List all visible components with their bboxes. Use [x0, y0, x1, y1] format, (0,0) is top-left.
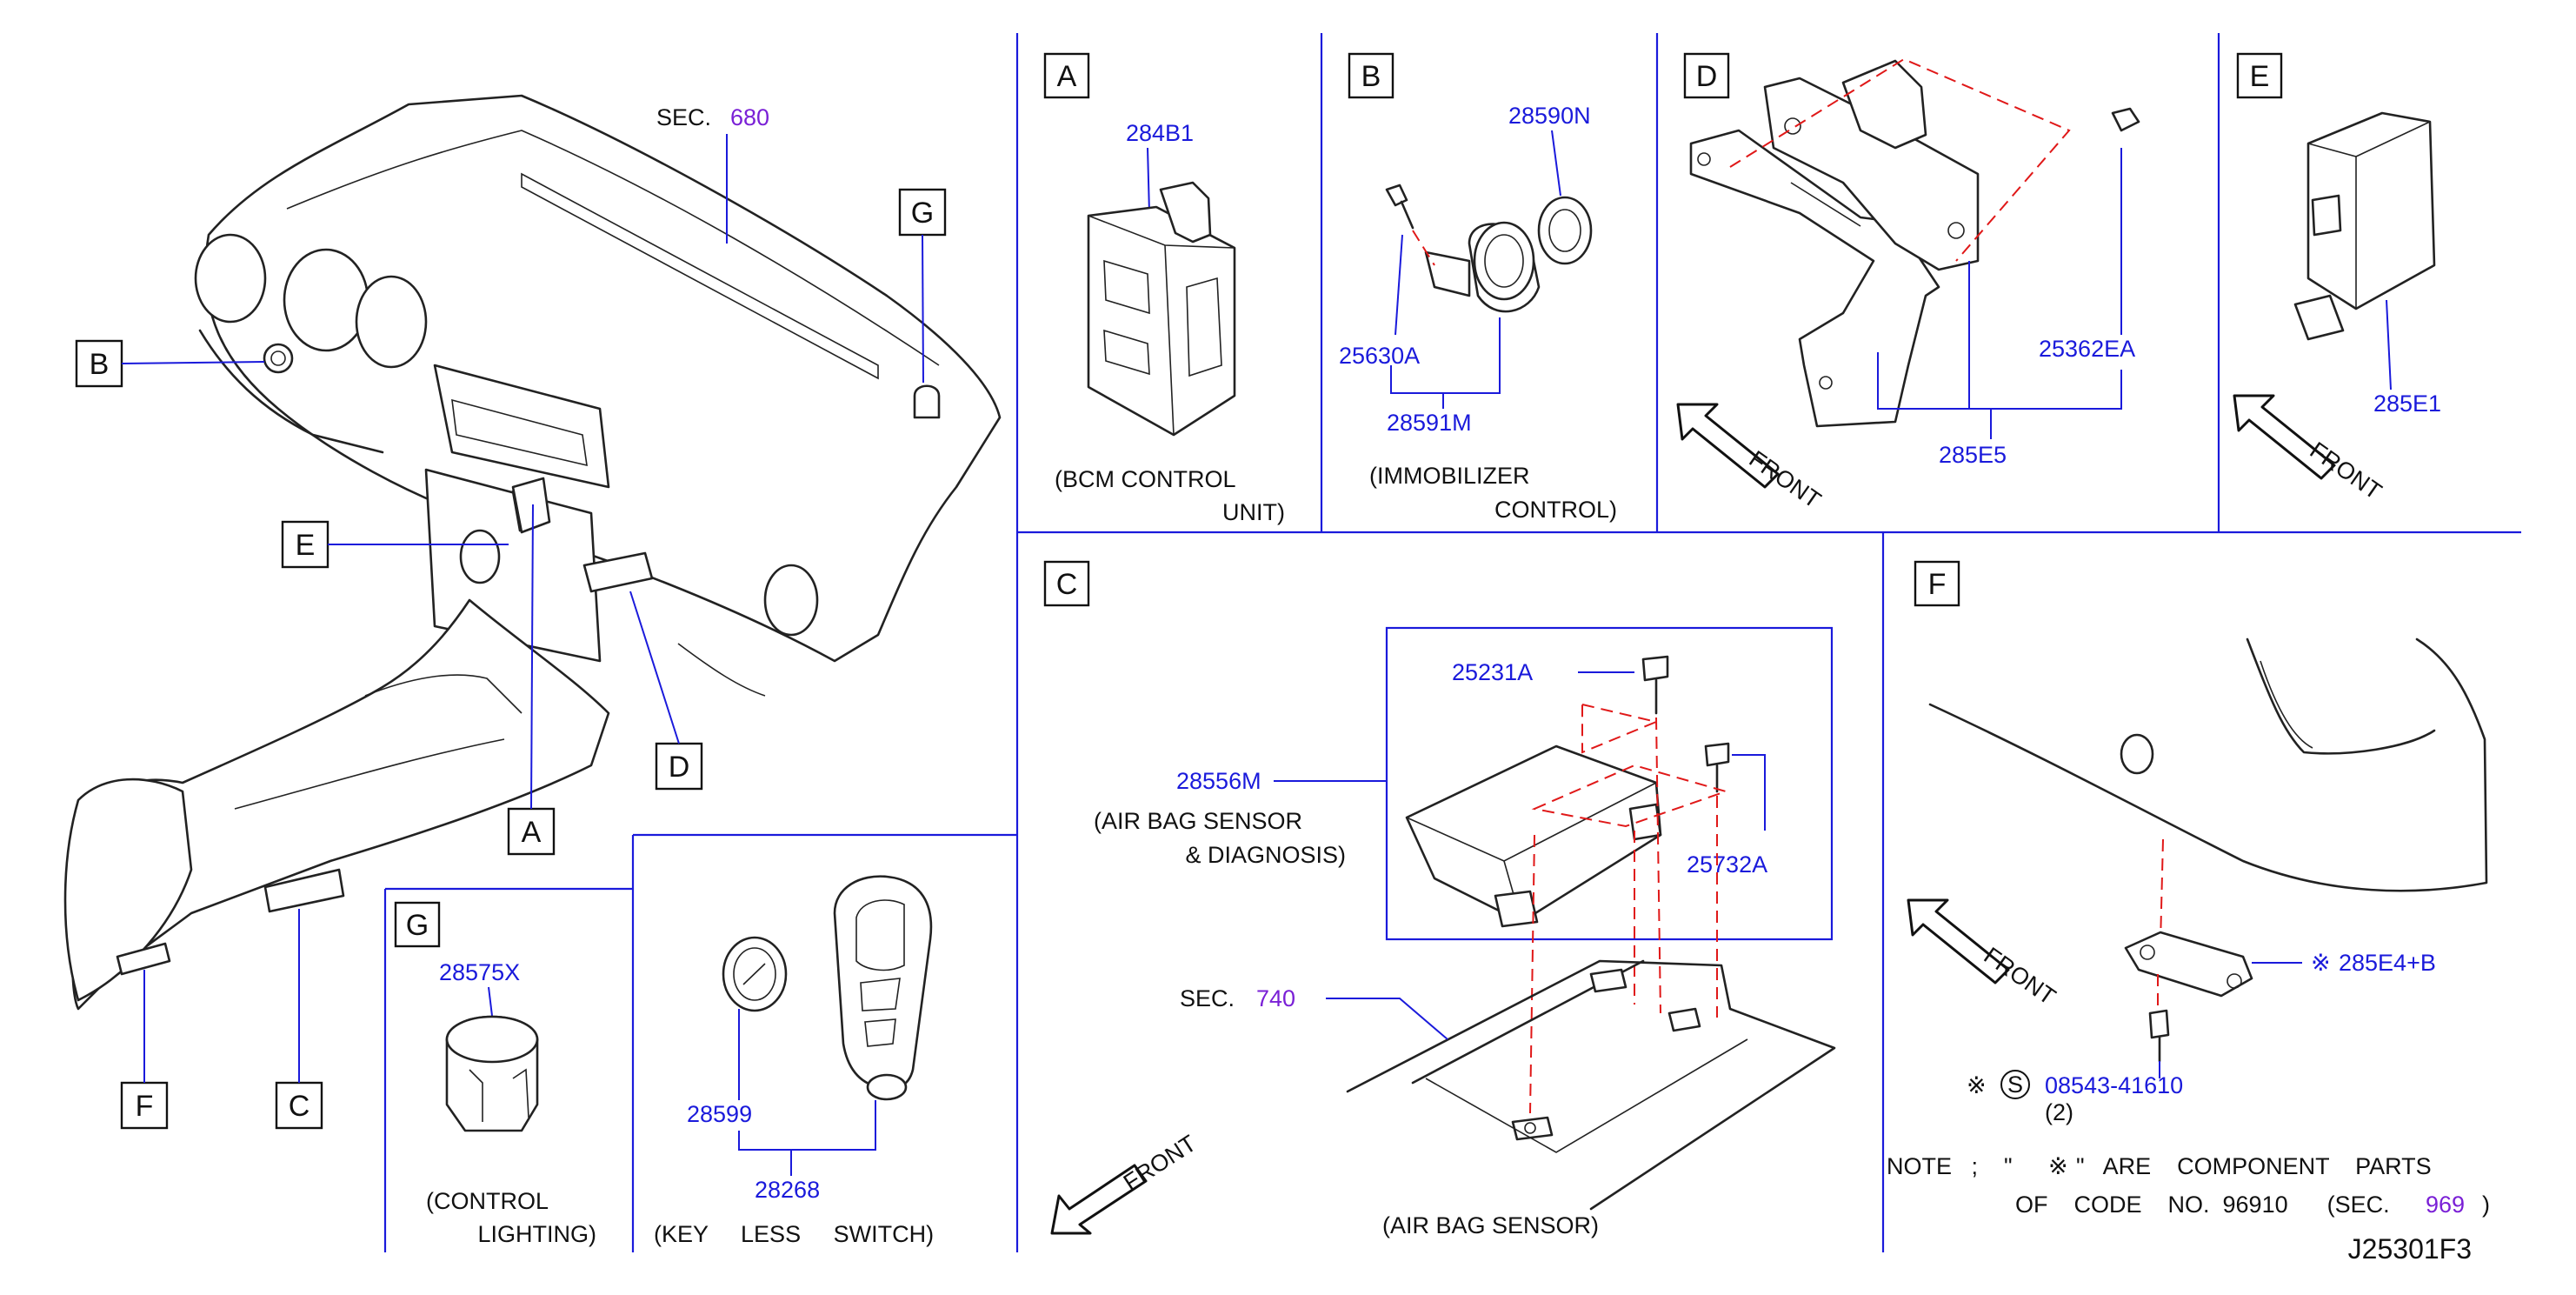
panel-c-caption: (AIR BAG SENSOR) — [1382, 1212, 1599, 1238]
note-line1-a: NOTE ; " — [1887, 1153, 2013, 1179]
callout-a[interactable]: A — [522, 816, 542, 849]
part-28575x[interactable]: 28575X — [439, 959, 520, 985]
instrument-panel-illustration — [63, 94, 1002, 1011]
note-line1-b: " ARE COMPONENT PARTS — [2076, 1153, 2432, 1179]
panel-g: G 28575X (CONTROL LIGHTING) — [394, 901, 596, 1247]
part-25732a[interactable]: 25732A — [1687, 851, 1767, 878]
callout-b[interactable]: B — [90, 348, 110, 381]
panel-f-qty: (2) — [2045, 1099, 2073, 1125]
panel-c-sec-label: SEC. — [1180, 985, 1235, 1011]
panel-a-desc-2: UNIT) — [1222, 499, 1285, 525]
panel-c: C 25231A 25732A 28556M (AIR BAG SENSOR &… — [1043, 560, 1836, 1238]
panel-c-front: FRONT — [1119, 1130, 1201, 1196]
note-line2-a: OF CODE NO. 96910 (SEC. — [2015, 1192, 2390, 1218]
part-285e5[interactable]: 285E5 — [1939, 442, 2007, 468]
panel-b-desc-2: CONTROL) — [1494, 497, 1617, 523]
part-08543-41610[interactable]: 08543-41610 — [2045, 1072, 2183, 1098]
part-284b1[interactable]: 284B1 — [1126, 120, 1194, 146]
part-285e1[interactable]: 285E1 — [2373, 391, 2441, 417]
main-sec-label: SEC. — [656, 104, 711, 130]
note-mark: ※ — [2048, 1153, 2068, 1179]
callout-d[interactable]: D — [669, 751, 690, 784]
part-28556m[interactable]: 28556M — [1176, 768, 1261, 794]
part-285e4b-mark: ※ — [2311, 950, 2331, 976]
main-callouts: B E G D A F C — [75, 188, 947, 1130]
panel-f: F ※ 285E4+B ※ S 08543-41610 (2) FRONT NO… — [1887, 560, 2490, 1265]
panel-a: A 284B1 (BCM CONTROL UNIT) — [1043, 52, 1285, 525]
panel-d: D 25362EA 285E5 FRONT — [1676, 52, 2140, 513]
part-285e4b[interactable]: 285E4+B — [2339, 950, 2436, 976]
drawing-id: J25301F3 — [2348, 1233, 2472, 1265]
panel-b-letter: B — [1361, 60, 1381, 93]
part-28268[interactable]: 28268 — [755, 1177, 820, 1203]
callout-f[interactable]: F — [136, 1090, 154, 1123]
panel-e-letter: E — [2250, 60, 2270, 93]
panel-b-desc-1: (IMMOBILIZER — [1369, 463, 1530, 489]
panel-a-desc-1: (BCM CONTROL — [1055, 466, 1236, 492]
panel-g-desc-2: LIGHTING) — [477, 1221, 596, 1247]
panel-g-letter: G — [406, 909, 429, 942]
part-28599[interactable]: 28599 — [687, 1101, 752, 1127]
panel-f-mark: ※ — [1967, 1072, 1987, 1098]
panel-f-letter: F — [1928, 568, 1947, 601]
panel-c-letter: C — [1056, 568, 1078, 601]
panel-f-s-mark: S — [2007, 1071, 2023, 1098]
part-28591m[interactable]: 28591M — [1387, 410, 1472, 436]
part-25362ea[interactable]: 25362EA — [2039, 336, 2135, 362]
panel-keyless: 28599 28268 (KEY LESS SWITCH) — [654, 875, 934, 1247]
panel-b: B 28590N 25630A 28591M (IMMOBILIZER CONT… — [1339, 52, 1617, 523]
callout-c[interactable]: C — [289, 1090, 310, 1123]
note-line2-b: ) — [2482, 1192, 2490, 1218]
part-25231a[interactable]: 25231A — [1452, 659, 1533, 685]
panel-d-letter: D — [1696, 60, 1718, 93]
panel-c-sec-link[interactable]: 740 — [1256, 985, 1295, 1011]
panel-frames — [383, 33, 2521, 1252]
part-28590n[interactable]: 28590N — [1508, 103, 1591, 129]
main-sec-link[interactable]: 680 — [730, 104, 769, 130]
note-sec-link[interactable]: 969 — [2426, 1192, 2465, 1218]
panel-c-desc-2: & DIAGNOSIS) — [1185, 842, 1346, 868]
callout-g[interactable]: G — [911, 197, 934, 230]
part-25630a[interactable]: 25630A — [1339, 343, 1420, 369]
panel-e: E 285E1 FRONT — [2233, 52, 2441, 504]
panel-g-desc-1: (CONTROL — [426, 1188, 549, 1214]
panel-key-desc: (KEY LESS SWITCH) — [654, 1221, 934, 1247]
callout-e[interactable]: E — [296, 529, 316, 562]
panel-c-desc-1: (AIR BAG SENSOR — [1094, 808, 1302, 834]
panel-a-letter: A — [1057, 60, 1077, 93]
